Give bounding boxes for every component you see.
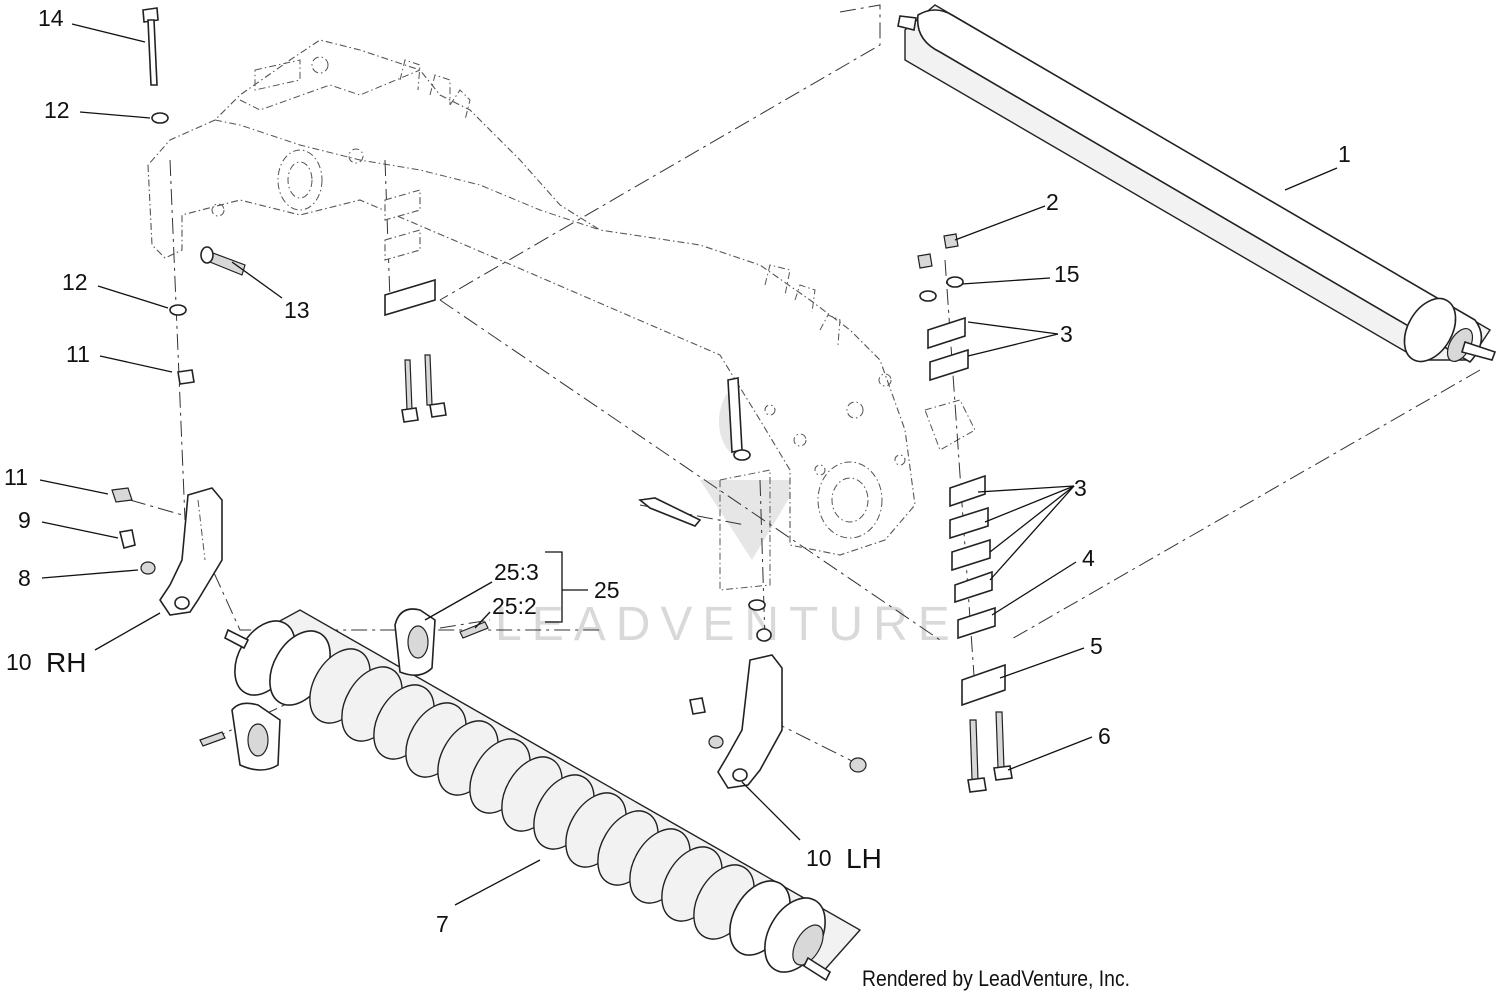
callout-7: 7 (436, 911, 449, 937)
callout-labels: 14 12 12 13 11 11 9 8 10 RH 10 LH 1 2 15… (4, 5, 1351, 937)
callout-3-upper: 3 (1060, 321, 1073, 347)
leadventure-watermark: LEADVENTURE (495, 375, 960, 651)
callout-12-upper: 12 (44, 97, 70, 123)
callout-10-lh-number: 10 (806, 845, 832, 871)
callout-3-lower: 3 (1074, 475, 1087, 501)
callout-25-3: 25:3 (494, 559, 539, 585)
callout-25: 25 (594, 577, 620, 603)
callout-12-lower: 12 (62, 269, 88, 295)
callout-10-rh-side: RH (46, 647, 86, 678)
part-10-rh-bracket (111, 487, 223, 616)
callout-4: 4 (1082, 545, 1095, 571)
callout-11-lower: 11 (4, 464, 28, 490)
callout-11-upper: 11 (66, 341, 90, 367)
callout-25-2: 25:2 (492, 593, 537, 619)
frame-phantom-outline (147, 39, 976, 591)
middle-clamp-stack (384, 189, 447, 423)
part-7-rear-roller (224, 609, 862, 982)
callout-2: 2 (1046, 189, 1059, 215)
callout-8: 8 (18, 565, 31, 591)
watermark-text: LEADVENTURE (495, 598, 960, 651)
part-1-front-roller (897, 4, 1497, 364)
callout-14: 14 (38, 5, 64, 31)
left-hardware-stack (142, 7, 246, 385)
callout-9: 9 (18, 507, 31, 533)
callout-10-rh-number: 10 (6, 649, 32, 675)
right-clamp-stack (917, 233, 1013, 793)
callout-13: 13 (284, 297, 310, 323)
callout-10-lh-side: LH (846, 843, 882, 874)
callout-leaders (39, 23, 1338, 906)
callout-15: 15 (1054, 261, 1080, 287)
render-credit: Rendered by LeadVenture, Inc. (862, 966, 1131, 991)
callout-1: 1 (1338, 141, 1351, 167)
callout-6: 6 (1098, 723, 1111, 749)
part-10-lh-bracket (638, 377, 867, 789)
callout-5: 5 (1090, 633, 1103, 659)
